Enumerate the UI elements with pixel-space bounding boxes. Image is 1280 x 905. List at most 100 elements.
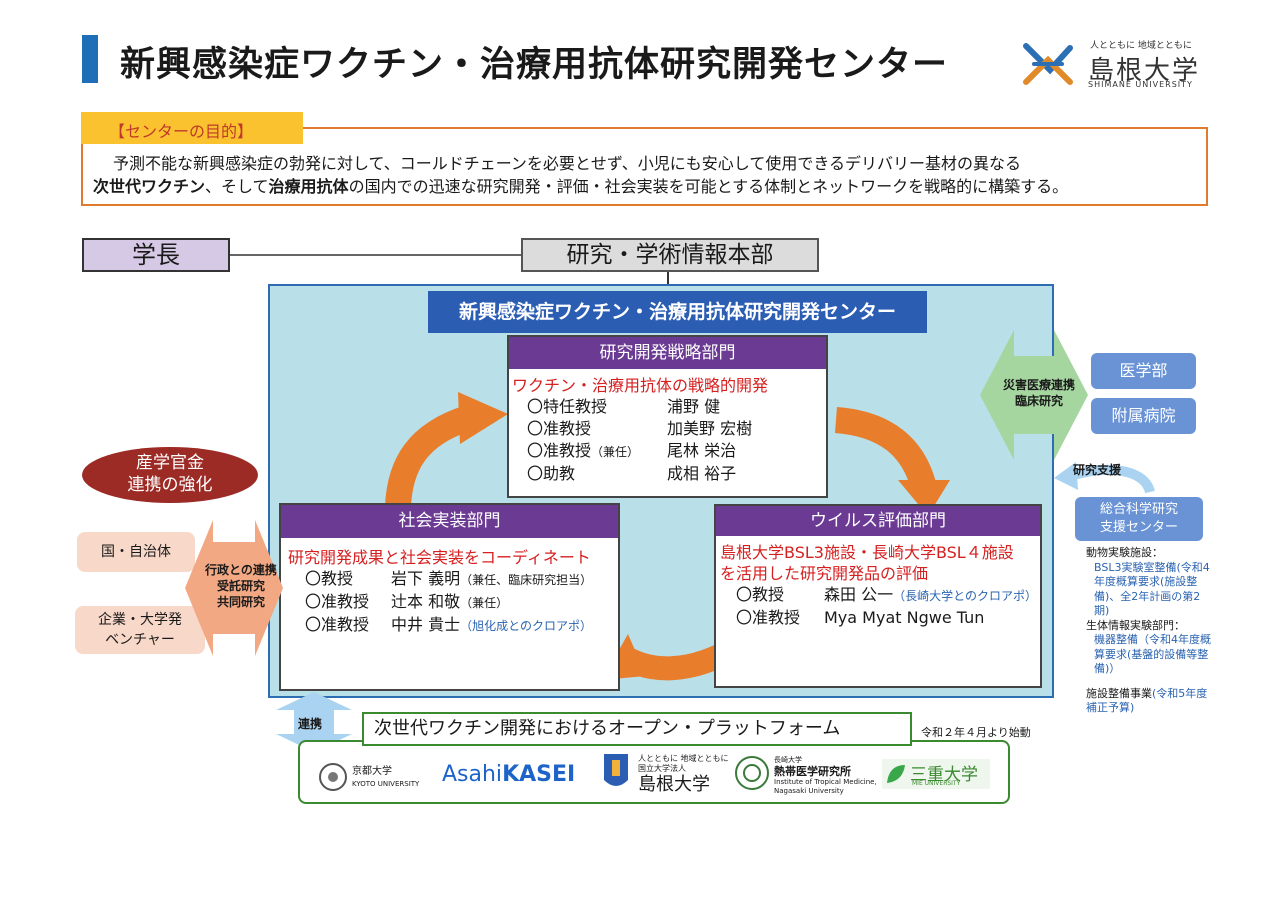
arrow-social-to-strategy — [385, 405, 473, 507]
purpose-text-1: 、そして — [205, 177, 269, 196]
virus-subtitle-1: 島根大学BSL3施設・長崎大学BSL４施設 — [720, 543, 1014, 562]
logo-motto: 人とともに 地域とともに — [1090, 41, 1192, 51]
shimane-corp: 国立大学法人 — [638, 764, 686, 773]
member-name: 中井 貴士 — [391, 615, 461, 634]
platform-start: 令和２年４月より始動 — [921, 726, 1031, 739]
member-name: 辻本 和敬 — [391, 592, 461, 611]
virus-subtitle: 島根大学BSL3施設・長崎大学BSL４施設 を活用した研究開発品の評価 — [716, 536, 1040, 584]
left-arrow-text: 行政との連携 受託研究 共同研究 — [196, 562, 286, 610]
left-double-arrow-icon — [185, 520, 283, 656]
support-curved-arrow-icon — [1054, 462, 1155, 494]
virus-dept-head: ウイルス評価部門 — [716, 506, 1040, 536]
right-arrow-line-1: 災害医療連携 — [1002, 378, 1075, 392]
member-name: 尾林 栄治 — [667, 441, 737, 460]
note-facility-budget: (令和5年度補正予算) — [1086, 686, 1208, 715]
purpose-box: 予測不能な新興感染症の勃発に対して、コールドチェーンを必要とせず、小児にも安心し… — [81, 127, 1208, 206]
nagasaki-en-2: Nagasaki University — [774, 787, 844, 795]
shimane-motto: 人とともに 地域とともに — [638, 754, 729, 763]
mie-name: 三重大学 — [910, 765, 978, 785]
strategy-dept: 研究開発戦略部門 ワクチン・治療用抗体の戦略的開発 〇特任教授浦野 健 〇准教授… — [507, 335, 828, 498]
sogo-center-box: 総合科学研究 支援センター — [1075, 497, 1203, 541]
link-label: 連携 — [298, 717, 323, 731]
sogo-line-2: 支援センター — [1099, 520, 1178, 535]
purpose-line-1: 予測不能な新興感染症の勃発に対して、コールドチェーンを必要とせず、小児にも安心し… — [113, 154, 1022, 173]
purpose-bold-antibody: 治療用抗体 — [268, 177, 349, 196]
kyoto-crest-icon — [319, 763, 347, 791]
right-arrow-line-2: 臨床研究 — [1014, 394, 1063, 408]
virus-member: 〇教授 森田 公一（長崎大学とのクロアポ） — [736, 584, 1040, 607]
member-name: 森田 公一 — [824, 585, 894, 604]
strategy-dept-head: 研究開発戦略部門 — [509, 337, 826, 369]
member-name: 成相 裕子 — [667, 464, 737, 483]
asahi-kasei-logo: AsahiKASEI — [442, 762, 575, 787]
social-member: 〇准教授 辻本 和敬（兼任） — [305, 591, 618, 614]
social-subtitle: 研究開発成果と社会実装をコーディネート — [288, 548, 591, 567]
right-double-arrow-icon — [980, 330, 1088, 460]
arrow-strategy-to-virus — [834, 407, 936, 488]
logo-name-en: SHIMANE UNIVERSITY — [1088, 80, 1193, 89]
asahi-a: Asahi — [442, 762, 503, 787]
social-dept: 社会実装部門 研究開発成果と社会実装をコーディネート 〇教授岩下 義明（兼任、臨… — [279, 503, 620, 691]
shimane-logo-icon — [1023, 43, 1073, 85]
member-note: （兼任） — [460, 596, 509, 610]
member-name: 岩下 義明 — [391, 569, 461, 588]
facility-notes: 動物実験施設： BSL3実験室整備(令和4年度概算要求(施設整備)、全2年計画の… — [1086, 546, 1214, 716]
member-note: （兼任、臨床研究担当） — [460, 573, 593, 587]
med-school-box: 医学部 — [1091, 353, 1196, 389]
strategy-subtitle: ワクチン・治療用抗体の戦略的開発 — [512, 376, 769, 395]
member-role: 〇准教授 — [305, 592, 370, 611]
virus-subtitle-2: を活用した研究開発品の評価 — [720, 564, 929, 583]
virus-members: 〇教授 森田 公一（長崎大学とのクロアポ） 〇准教授 Mya Myat Ngwe T… — [716, 584, 1040, 629]
note-bsl3: BSL3実験室整備(令和4年度概算要求(施設整備)、全2年計画の第2期) — [1094, 560, 1210, 618]
support-label: 研究支援 — [1073, 463, 1122, 477]
company-line-1: 企業・大学発 — [98, 612, 182, 628]
virus-member: 〇准教授 Mya Myat Ngwe Tun — [736, 607, 1040, 629]
kyoto-logo: 京都大学 KYOTO UNIVERSITY — [352, 766, 419, 790]
member-role: 〇准教授 — [305, 615, 370, 634]
virus-dept: ウイルス評価部門 島根大学BSL3施設・長崎大学BSL４施設 を活用した研究開発… — [714, 504, 1042, 688]
shimane-name: 島根大学 — [638, 774, 710, 795]
kyoto-en: KYOTO UNIVERSITY — [352, 780, 420, 788]
note-facility: 施設整備事業(令和5年度補正予算) — [1086, 687, 1214, 716]
nagasaki-en-1: Institute of Tropical Medicine, — [774, 778, 877, 786]
purpose-line-2: 次世代ワクチン、そして治療用抗体の国内での迅速な研究開発・評価・社会実装を可能と… — [93, 175, 1200, 198]
member-name: Mya Myat Ngwe Tun — [824, 608, 985, 627]
arrow-social-to-strategy-head — [458, 392, 508, 444]
purpose-tag: 【センターの目的】 — [81, 112, 303, 144]
social-dept-head: 社会実装部門 — [281, 505, 618, 538]
pill-line-2: 連携の強化 — [127, 475, 213, 495]
asahi-b: KASEI — [502, 762, 576, 787]
member-note: （旭化成とのクロアポ） — [460, 619, 592, 633]
member-name: 加美野 宏樹 — [667, 419, 753, 438]
purpose-bold-vaccine: 次世代ワクチン — [93, 177, 206, 196]
center-title: 新興感染症ワクチン・治療用抗体研究開発センター — [428, 291, 927, 333]
member-note: （兼任） — [591, 445, 640, 459]
note-facility-label: 施設整備事業 — [1086, 686, 1152, 700]
member-role: 〇助教 — [527, 464, 576, 483]
strategy-members: 〇特任教授浦野 健 〇准教授加美野 宏樹 〇准教授（兼任）尾林 栄治 〇助教成相… — [509, 396, 826, 485]
company-line-2: ベンチャー — [105, 632, 175, 648]
purpose-text-2: の国内での迅速な研究開発・評価・社会実装を可能とする体制とネットワークを戦略的に… — [348, 177, 1069, 196]
link-double-arrow-icon — [276, 692, 352, 752]
member-role: 〇教授 — [736, 585, 785, 604]
logo-name: 島根大学 — [1088, 56, 1201, 86]
shimane-partner-logo: 人とともに 地域とともに 国立大学法人 島根大学 — [638, 754, 729, 796]
left-arrow-line-1: 行政との連携 — [205, 563, 277, 577]
shimane-crest-icon — [604, 754, 628, 786]
strategy-member: 〇准教授加美野 宏樹 — [527, 418, 826, 440]
member-note: （長崎大学とのクロアポ） — [893, 589, 1037, 603]
mie-en: MIE UNIVERSITY — [912, 780, 961, 787]
nagasaki-crest-icon — [735, 756, 769, 790]
right-arrow-text: 災害医療連携 臨床研究 — [990, 377, 1088, 409]
member-role: 〇准教授 — [736, 608, 801, 627]
note-animal: 動物実験施設： — [1086, 546, 1163, 559]
mie-leaf-icon — [887, 765, 905, 783]
title-accent-bar — [82, 35, 98, 83]
social-members: 〇教授岩下 義明（兼任、臨床研究担当） 〇准教授辻本 和敬（兼任） 〇准教授中井… — [281, 568, 618, 637]
left-arrow-line-3: 共同研究 — [216, 595, 265, 609]
member-role: 〇特任教授 — [527, 397, 608, 416]
note-equipment: 機器整備（令和4年度概算要求(基盤的設備等整備)） — [1094, 633, 1211, 675]
company-box: 企業・大学発 ベンチャー — [75, 606, 205, 654]
pill-line-1: 産学官金 — [136, 453, 204, 473]
page-title: 新興感染症ワクチン・治療用抗体研究開発センター — [120, 45, 949, 85]
